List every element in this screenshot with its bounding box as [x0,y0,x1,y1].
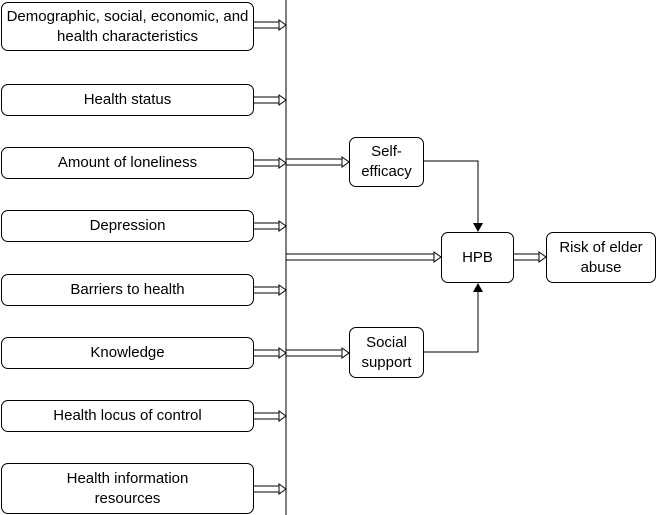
factor-arrow-7 [254,410,287,422]
mediator-box-self-efficacy: Self-efficacy [349,137,424,187]
factor-arrow-3 [254,157,287,169]
arrow-hpb-to-abuse [514,251,547,263]
mediator-box-social-support: Social support [349,327,424,378]
arrow-bus-to-hpb [286,251,442,263]
factor-label-depression: Depression [89,217,166,234]
mediator-label-social-support: Social support [361,333,412,371]
factor-label-health-status: Health status [83,91,172,108]
factor-label-locus-of-control: Health locus of control [53,407,202,424]
arrow-social-support-to-hpb [424,283,483,353]
outcome-box-hpb: HPB [441,232,514,283]
factor-box-barriers: Barriers to health [1,274,254,306]
factor-arrow-6 [254,347,287,359]
factor-arrow-2 [254,94,287,106]
factor-box-knowledge: Knowledge [1,337,254,369]
factor-arrow-4 [254,220,287,232]
factor-box-health-status: Health status [1,84,254,116]
factor-label-loneliness: Amount of loneliness [57,154,198,171]
factor-label-information-resources: Health information resources [66,469,189,507]
factor-box-demographic: Demographic, social, economic, and healt… [1,2,254,51]
factor-box-locus-of-control: Health locus of control [1,400,254,432]
outcome-label-elder-abuse: Risk of elder abuse [559,238,643,276]
factor-arrow-1 [254,19,287,31]
factor-box-depression: Depression [1,210,254,242]
arrow-self-efficacy-to-hpb [424,160,483,232]
factor-arrow-5 [254,284,287,296]
factor-label-demographic: Demographic, social, economic, and healt… [6,7,249,45]
factor-box-information-resources: Health information resources [1,463,254,514]
factor-arrows [254,19,287,495]
factor-arrow-8 [254,483,287,495]
factor-box-loneliness: Amount of loneliness [1,147,254,179]
outcome-box-elder-abuse: Risk of elder abuse [546,232,656,283]
factor-label-barriers: Barriers to health [70,281,185,298]
arrow-bus-to-social-support [286,347,350,359]
outcome-label-hpb: HPB [462,248,493,266]
factor-label-knowledge: Knowledge [90,344,165,361]
mediator-label-self-efficacy: Self-efficacy [361,143,412,180]
arrow-bus-to-self-efficacy [286,156,350,168]
